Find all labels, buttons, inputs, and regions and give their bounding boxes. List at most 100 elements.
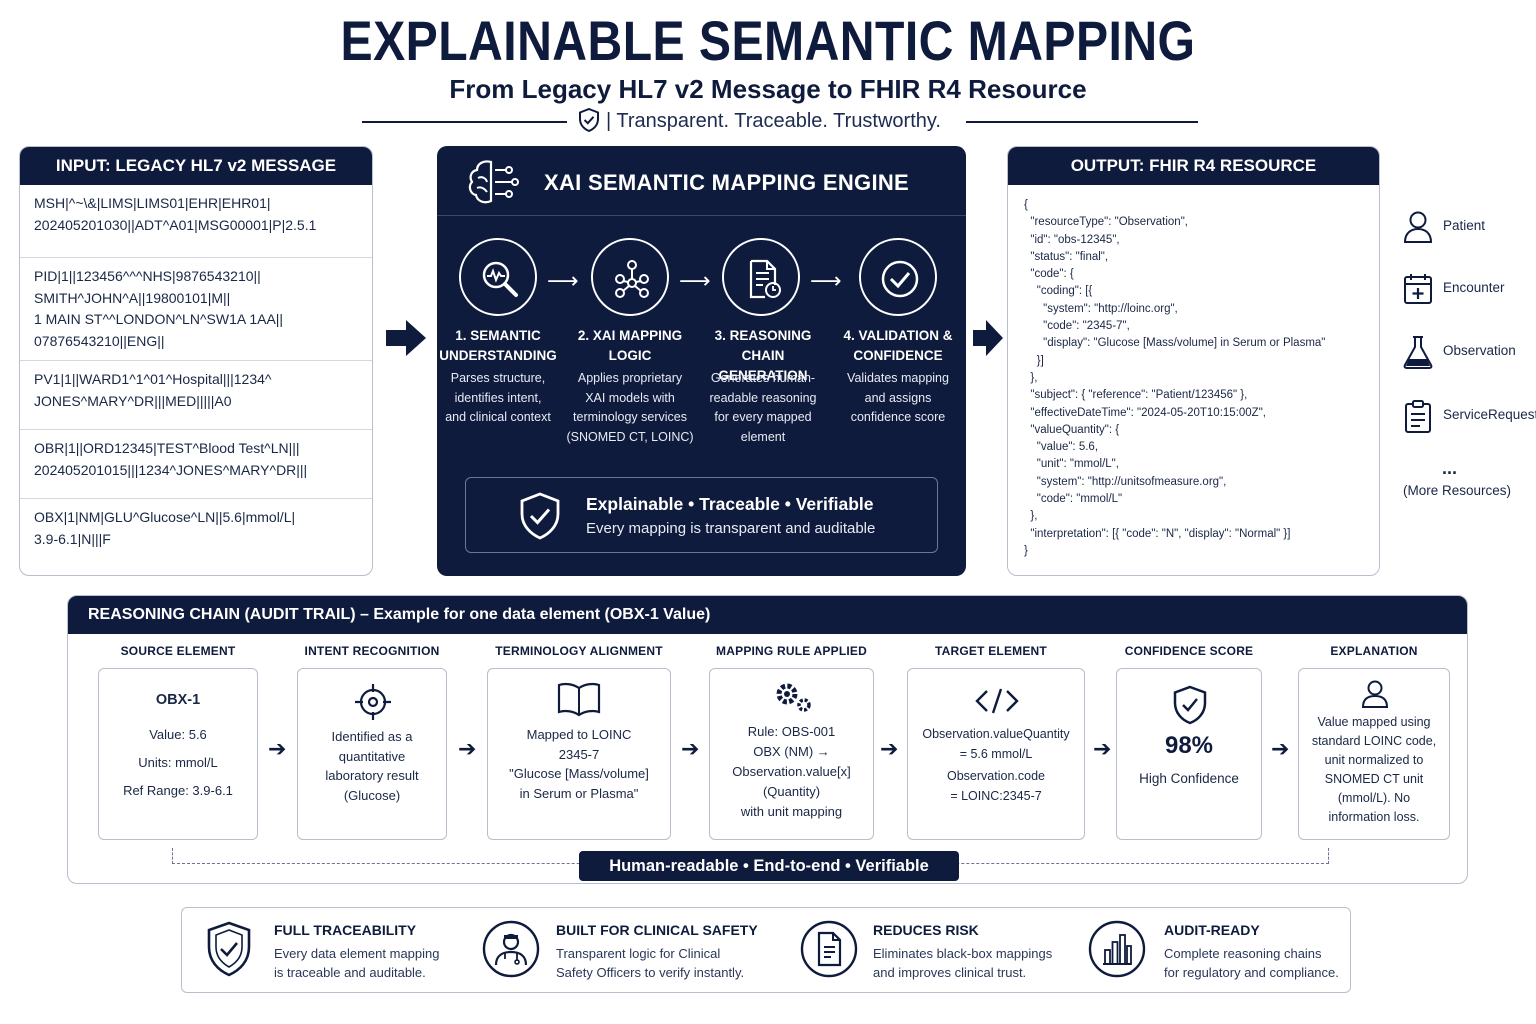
resource-label: Observation	[1443, 343, 1516, 358]
resource-label: ServiceRequest	[1443, 407, 1536, 422]
document-clock-icon	[749, 259, 781, 299]
col-head-terminology: TERMINOLOGY ALIGNMENT	[495, 644, 663, 658]
col-head-explanation: EXPLANATION	[1330, 644, 1418, 658]
step-1-circle	[459, 238, 537, 316]
hl7-segment-list: MSH|^~\&|LIMS|LIMS01|EHR|EHR01| 20240520…	[20, 185, 372, 571]
col-head-intent: INTENT RECOGNITION	[304, 644, 440, 658]
target-element-value: Observation.valueQuantity = 5.6 mmol/L	[922, 727, 1070, 761]
hl7-segment-obr: OBR|1||ORD12345|TEST^Blood Test^LN||| 20…	[20, 430, 372, 499]
step-arrow-3: ⟶	[810, 268, 842, 293]
page-subtitle: From Legacy HL7 v2 Message to FHIR R4 Re…	[449, 74, 1087, 104]
resource-item-encounter: Encounter	[1402, 272, 1505, 308]
resource-label: Encounter	[1443, 280, 1505, 295]
step-2-desc: Applies proprietary XAI models with term…	[566, 371, 694, 444]
source-element-range: Ref Range: 3.9-6.1	[123, 783, 233, 798]
banner-title: Explainable • Traceable • Verifiable	[586, 494, 874, 514]
fhir-json-code: { "resourceType": "Observation", "id": "…	[1024, 199, 1326, 557]
brain-circuit-icon	[468, 160, 519, 204]
col-head-target: TARGET ELEMENT	[935, 644, 1047, 658]
gears-icon	[776, 683, 811, 712]
benefit-title: REDUCES RISK	[873, 922, 979, 938]
reasoning-chain-panel: REASONING CHAIN (AUDIT TRAIL) – Example …	[67, 595, 1468, 884]
step-3-title: 3. REASONING CHAIN GENERATION	[714, 328, 812, 383]
step-2-title: 2. XAI MAPPING LOGIC	[577, 328, 683, 363]
tagline-row: | Transparent. Traceable. Trustworthy.	[362, 106, 1198, 138]
chain-arrow-2: ➔	[458, 736, 477, 761]
page-title: EXPLAINABLE SEMANTIC MAPPING	[340, 9, 1196, 72]
check-circle-icon	[881, 260, 919, 298]
mapping-rule-text: Rule: OBS-001 OBX (NM) → Observation.val…	[732, 724, 851, 819]
resource-item-patient: Patient	[1402, 210, 1485, 246]
magnifier-pulse-icon	[482, 261, 518, 297]
col-head-source: SOURCE ELEMENT	[120, 644, 236, 658]
resources-more-dots: ...	[1442, 458, 1458, 478]
input-panel-header: INPUT: LEGACY HL7 v2 MESSAGE	[20, 147, 372, 185]
benefit-clinical-safety: BUILT FOR CLINICAL SAFETY Transparent lo…	[482, 908, 782, 994]
crosshair-target-icon	[355, 684, 391, 720]
benefit-title: AUDIT-READY	[1164, 922, 1260, 938]
shield-check-icon	[520, 492, 560, 540]
doctor-icon	[482, 920, 540, 978]
benefit-desc: Complete reasoning chains for regulatory…	[1164, 946, 1339, 980]
shield-check-icon	[1173, 685, 1207, 725]
chain-arrow-5: ➔	[1093, 736, 1112, 761]
step-3-circle	[722, 238, 800, 316]
confidence-score: 98%	[1164, 732, 1214, 759]
tagline-rule-right	[966, 121, 1198, 123]
flow-arrow-right-icon	[386, 320, 426, 356]
benefit-desc: Every data element mapping is traceable …	[274, 946, 440, 980]
benefit-traceability: FULL TRACEABILITY Every data element map…	[182, 908, 472, 994]
col-head-rule: MAPPING RULE APPLIED	[716, 644, 867, 658]
step-4-title: 4. VALIDATION & CONFIDENCE	[843, 328, 953, 363]
intent-text: Identified as a quantitative laboratory …	[325, 729, 419, 803]
chain-arrow-6: ➔	[1271, 736, 1290, 761]
resource-item-servicerequest: ServiceRequest	[1402, 399, 1536, 435]
input-panel: INPUT: LEGACY HL7 v2 MESSAGE MSH|^~\&|LI…	[19, 146, 373, 576]
tagline-text: | Transparent. Traceable. Trustworthy.	[606, 110, 941, 132]
resources-more-label: (More Resources)	[1403, 483, 1512, 498]
step-arrow-2: ⟶	[679, 268, 711, 293]
hl7-segment-msh: MSH|^~\&|LIMS|LIMS01|EHR|EHR01| 20240520…	[20, 185, 372, 258]
code-brackets-icon	[975, 688, 1019, 714]
banner-subtitle: Every mapping is transparent and auditab…	[586, 520, 876, 537]
hl7-segment-obx: OBX|1|NM|GLU^Glucose^LN||5.6|mmol/L| 3.9…	[34, 509, 296, 547]
confidence-label: High Confidence	[1139, 771, 1239, 786]
col-head-confidence: CONFIDENCE SCORE	[1124, 644, 1254, 658]
chain-arrow-1: ➔	[268, 736, 287, 761]
output-panel: OUTPUT: FHIR R4 RESOURCE { "resourceType…	[1007, 146, 1380, 576]
open-book-icon	[557, 682, 601, 717]
benefit-desc: Transparent logic for Clinical Safety Of…	[556, 946, 745, 980]
source-element-card: OBX-1 Value: 5.6 Units: mmol/L Ref Range…	[98, 668, 258, 840]
step-3-desc: Generates human- readable reasoning for …	[709, 371, 817, 444]
person-icon	[1403, 211, 1433, 243]
engine-header: XAI SEMANTIC MAPPING ENGINE	[437, 146, 966, 216]
step-arrow-1: ⟶	[547, 268, 579, 293]
document-icon	[800, 920, 858, 978]
target-element-card: Observation.valueQuantity = 5.6 mmol/L O…	[907, 668, 1085, 840]
step-1-desc: Parses structure, identifies intent, and…	[445, 371, 551, 424]
step-4-circle	[859, 238, 937, 316]
mapping-rule-card: Rule: OBS-001 OBX (NM) → Observation.val…	[709, 668, 874, 840]
calendar-plus-icon	[1404, 274, 1432, 304]
terminology-card: Mapped to LOINC 2345-7 "Glucose [Mass/vo…	[487, 668, 671, 840]
shield-check-icon	[579, 108, 599, 132]
explanation-card: Value mapped using standard LOINC code, …	[1298, 668, 1450, 840]
terminology-text: Mapped to LOINC 2345-7 "Glucose [Mass/vo…	[509, 727, 649, 801]
engine-title: XAI SEMANTIC MAPPING ENGINE	[544, 170, 910, 195]
hl7-segment-pid: PID|1||123456^^^NHS|9876543210|| SMITH^J…	[20, 258, 372, 361]
tagline-wrap: | Transparent. Traceable. Trustworthy.	[578, 108, 941, 133]
flow-arrow-right-icon	[973, 320, 1003, 356]
benefit-audit-ready: AUDIT-READY Complete reasoning chains fo…	[1088, 908, 1350, 994]
network-graph-icon	[615, 260, 649, 298]
flask-icon	[1403, 336, 1433, 369]
engine-banner: Explainable • Traceable • Verifiable Eve…	[465, 477, 938, 553]
resource-item-observation: Observation	[1402, 335, 1516, 371]
chain-summary-pill: Human-readable • End-to-end • Verifiable	[579, 851, 959, 881]
person-icon	[1361, 680, 1389, 708]
tagline-rule-left	[362, 121, 567, 123]
confidence-card: 98% High Confidence	[1116, 668, 1262, 840]
benefit-title: BUILT FOR CLINICAL SAFETY	[556, 922, 758, 938]
chain-arrow-4: ➔	[880, 736, 899, 761]
shield-check-icon	[207, 921, 251, 977]
benefit-desc: Eliminates black-box mappings and improv…	[873, 946, 1053, 980]
